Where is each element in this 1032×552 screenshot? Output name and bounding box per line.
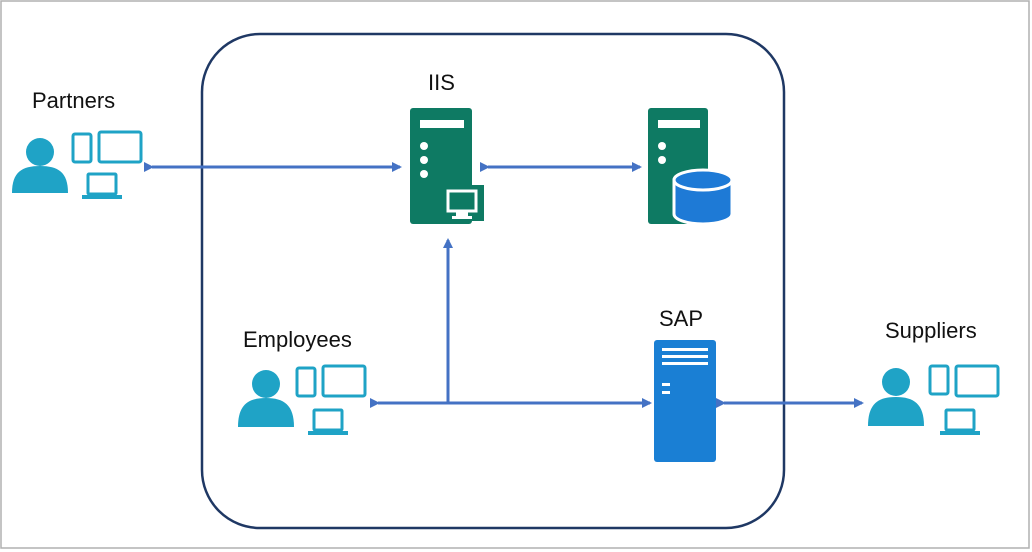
suppliers-label: Suppliers xyxy=(885,318,977,343)
suppliers-devices-group xyxy=(868,364,1000,435)
iis-server-icon xyxy=(410,108,484,224)
partners-label: Partners xyxy=(32,88,116,113)
tablet-icon xyxy=(295,366,317,398)
database-icon xyxy=(672,168,734,226)
partners-devices-group xyxy=(12,130,143,199)
employees-devices-group xyxy=(238,364,367,435)
network-boundary xyxy=(200,32,786,530)
monitor-icon xyxy=(442,185,484,221)
monitor-icon xyxy=(321,364,367,398)
iis-label: IIS xyxy=(428,70,455,95)
laptop-icon xyxy=(82,172,122,199)
sap-server-icon xyxy=(654,340,716,462)
monitor-icon xyxy=(954,364,1000,398)
laptop-icon xyxy=(940,408,980,435)
sap-label: SAP xyxy=(659,306,704,331)
user-icon xyxy=(12,138,68,193)
user-icon xyxy=(238,370,294,427)
tablet-icon xyxy=(71,132,93,164)
database-server-icon xyxy=(648,108,734,226)
employees-label: Employees xyxy=(243,327,352,352)
monitor-icon xyxy=(97,130,143,164)
laptop-icon xyxy=(308,408,348,435)
tablet-icon xyxy=(928,364,950,396)
user-icon xyxy=(868,368,924,426)
